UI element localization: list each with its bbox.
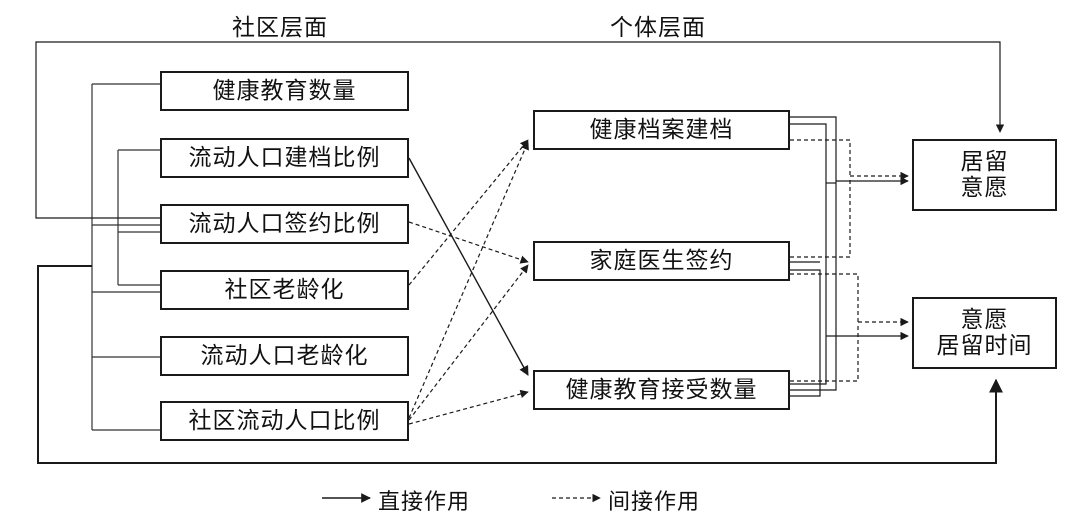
outcome-intended-residence-duration: 意愿 居留时间 <box>912 297 1057 369</box>
individual-factor-health-education-received: 健康教育接受数量 <box>533 370 790 410</box>
indirect-arrows <box>408 139 529 425</box>
direct-cross-arrow <box>408 157 529 376</box>
outcome-residence-intention: 居留 意愿 <box>912 139 1057 211</box>
legend-direct-label: 直接作用 <box>378 490 471 515</box>
community-factor-migrant-signing-ratio: 流动人口签约比例 <box>160 204 409 244</box>
individual-level-header: 个体层面 <box>610 15 706 41</box>
community-factor-migrant-aging: 流动人口老龄化 <box>160 336 409 376</box>
direct-path-top <box>35 41 1005 219</box>
direct-path-bottom <box>37 265 1003 464</box>
community-factor-community-aging: 社区老龄化 <box>160 270 409 310</box>
individual-factor-family-doctor-signing: 家庭医生签约 <box>533 241 790 281</box>
indirect-right-lines <box>790 139 909 382</box>
community-factor-migrant-ratio: 社区流动人口比例 <box>160 401 409 441</box>
community-factor-health-education-count: 健康教育数量 <box>160 71 409 111</box>
community-level-header: 社区层面 <box>232 15 328 41</box>
legend-indirect-label: 间接作用 <box>608 490 701 515</box>
direct-right-lines <box>790 116 909 397</box>
community-factor-migrant-record-ratio: 流动人口建档比例 <box>160 138 409 178</box>
community-bracket <box>91 83 160 431</box>
individual-factor-health-record: 健康档案建档 <box>533 110 790 150</box>
